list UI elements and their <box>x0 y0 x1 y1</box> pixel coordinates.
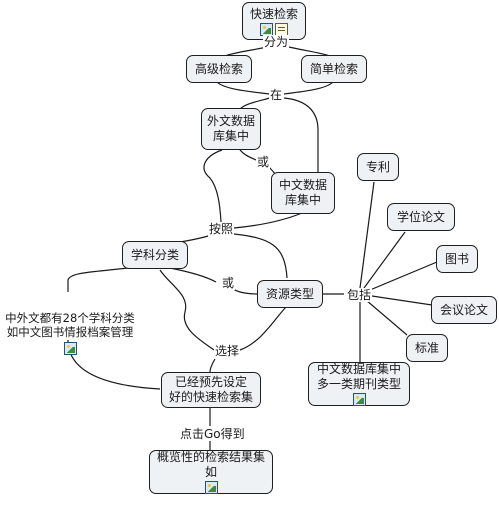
link-by-to-resource <box>233 233 288 279</box>
link-foreign-to-by <box>203 149 223 223</box>
node-subject-class-label: 学科分类 <box>130 247 179 262</box>
node-book[interactable]: 图书 <box>436 245 478 273</box>
link-select-to-resource <box>239 305 288 351</box>
label-or-db: 或 <box>256 155 271 169</box>
link-subject-to-note <box>67 267 129 292</box>
link-include-to-standard <box>365 299 408 336</box>
node-patent[interactable]: 专利 <box>357 153 399 181</box>
label-select: 选择 <box>214 344 241 358</box>
image-icon[interactable] <box>260 22 273 36</box>
link-foreign-to-or <box>239 149 257 161</box>
image-icon[interactable] <box>352 393 366 406</box>
label-or-type: 或 <box>221 276 236 290</box>
label-in: 在 <box>269 88 284 102</box>
node-preset-quick-set[interactable]: 已经预先设定 好的快速检索集 <box>161 372 261 408</box>
node-quick-search[interactable]: 快速检索 <box>242 2 306 40</box>
label-include: 包括 <box>346 288 373 302</box>
label-divided-into: 分为 <box>263 35 290 49</box>
node-patent-label: 专利 <box>365 159 390 174</box>
link-chinese-to-by <box>233 212 303 229</box>
node-quick-search-icons <box>260 22 288 36</box>
node-thesis[interactable]: 学位论文 <box>387 203 455 231</box>
link-in-to-foreign <box>239 97 271 110</box>
node-conference-paper-label: 会议论文 <box>439 302 488 317</box>
node-conference-paper[interactable]: 会议论文 <box>431 296 497 324</box>
node-foreign-db[interactable]: 外文数据 库集中 <box>201 108 261 150</box>
link-advanced-to-in <box>216 81 271 95</box>
node-preset-quick-set-label: 已经预先设定 好的快速检索集 <box>168 375 253 404</box>
link-subject-to-select <box>159 269 215 351</box>
node-resource-type[interactable]: 资源类型 <box>257 280 323 308</box>
label-by: 按照 <box>208 222 235 236</box>
node-quick-search-label: 快速检索 <box>249 6 298 21</box>
image-icon[interactable] <box>63 342 77 355</box>
node-simple-search[interactable]: 简单检索 <box>301 55 367 83</box>
node-thesis-label: 学位论文 <box>396 209 445 224</box>
link-in-to-chinese <box>283 97 319 172</box>
link-select-to-preset <box>209 358 216 373</box>
node-standard[interactable]: 标准 <box>406 334 448 362</box>
node-subject-class[interactable]: 学科分类 <box>122 241 188 269</box>
link-include-to-conference <box>371 295 433 306</box>
link-include-to-thesis <box>363 231 406 289</box>
label-click-go: 点击Go得到 <box>179 427 246 441</box>
node-chinese-journal-type[interactable]: 中文数据库集中 多一类期刊类型 <box>308 362 410 406</box>
link-simple-to-in <box>283 81 334 95</box>
node-overview-result[interactable]: 概览性的检索结果集 如 <box>149 450 273 494</box>
node-overview-result-icons <box>204 480 218 494</box>
link-subject-to-or <box>169 267 217 283</box>
node-overview-result-label: 概览性的检索结果集 如 <box>156 450 265 479</box>
link-include-to-patent <box>359 181 375 289</box>
note-icon[interactable] <box>275 22 288 36</box>
node-chinese-db-label: 中文数据 库集中 <box>278 178 327 207</box>
node-advanced-search[interactable]: 高级检索 <box>186 55 252 83</box>
subject-note-text: 中外文都有28个学科分类 如中文图书情报档案管理 <box>5 311 135 339</box>
node-resource-type-label: 资源类型 <box>265 286 314 301</box>
subject-note-icons <box>2 341 138 355</box>
link-include-to-book <box>369 261 438 291</box>
node-advanced-search-label: 高级检索 <box>194 61 243 76</box>
node-foreign-db-label: 外文数据 库集中 <box>206 114 255 143</box>
node-chinese-journal-type-icons <box>352 392 366 406</box>
node-standard-label: 标准 <box>414 340 439 355</box>
node-simple-search-label: 简单检索 <box>309 61 358 76</box>
image-icon[interactable] <box>204 481 218 494</box>
node-chinese-db[interactable]: 中文数据 库集中 <box>271 172 335 214</box>
subject-note: 中外文都有28个学科分类 如中文图书情报档案管理 <box>2 297 138 369</box>
node-chinese-journal-type-label: 中文数据库集中 多一类期刊类型 <box>316 362 401 391</box>
node-book-label: 图书 <box>444 251 469 266</box>
link-or-to-resource <box>231 287 259 295</box>
